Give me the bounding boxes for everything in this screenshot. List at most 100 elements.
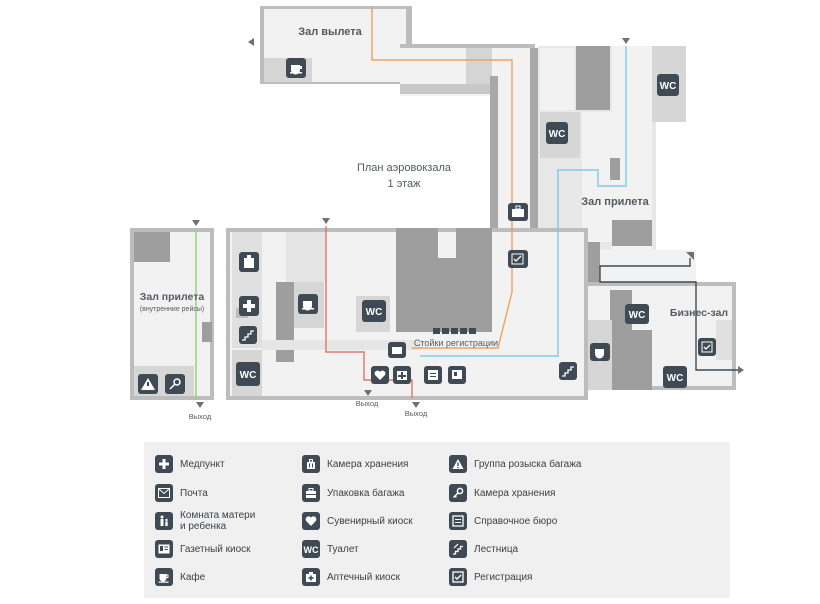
baggage-wrap-icon bbox=[388, 342, 406, 358]
souvenir-icon bbox=[302, 512, 320, 530]
stairs-icon bbox=[239, 326, 257, 344]
lost-baggage-icon bbox=[138, 374, 158, 394]
mother-child-icon bbox=[155, 512, 173, 530]
legend-label: Сувенирный киоск bbox=[327, 515, 413, 527]
arrival-hall-label: Зал прилета bbox=[581, 196, 649, 208]
wc-icon: WC bbox=[362, 300, 386, 322]
legend-item-souvenir: Сувенирный киоск bbox=[302, 512, 413, 530]
wc-icon: WC bbox=[236, 362, 260, 386]
stairs-icon bbox=[559, 362, 577, 380]
lost-baggage-icon bbox=[449, 455, 467, 473]
legend-panel: Медпункт Почта Комната матери и ребенка … bbox=[144, 442, 730, 598]
wc-icon: WC bbox=[546, 122, 568, 144]
arrow-down-icon bbox=[322, 218, 330, 224]
legend-label: Регистрация bbox=[474, 571, 533, 583]
legend-item-mother-child: Комната матери и ребенка bbox=[155, 510, 255, 532]
exit-label: Выход bbox=[356, 399, 379, 408]
arrow-up-right-icon bbox=[686, 252, 694, 260]
svg-text:WC: WC bbox=[660, 81, 677, 92]
map-title-line2: 1 этаж bbox=[388, 178, 422, 190]
domestic-arrival-label: Зал прилета bbox=[140, 291, 205, 303]
checkin-counters bbox=[433, 328, 476, 334]
info-desk-icon bbox=[424, 366, 442, 384]
legend-label: Справочное бюро bbox=[474, 515, 558, 527]
legend-label: Газетный киоск bbox=[180, 543, 251, 555]
legend-item-medical: Медпункт bbox=[155, 455, 225, 473]
business-lounge-label: Бизнес-зал bbox=[670, 307, 728, 319]
cafe-icon bbox=[286, 58, 306, 78]
red-route bbox=[325, 226, 413, 398]
arrow-left-icon bbox=[248, 38, 254, 46]
legend-item-baggage-wrap: Упаковка багажа bbox=[302, 484, 404, 502]
blue-route bbox=[420, 46, 627, 357]
checkin-icon bbox=[508, 250, 528, 268]
arrow-down-icon bbox=[192, 220, 200, 226]
legend-label: Камера хранения bbox=[474, 487, 556, 499]
legend-label: Упаковка багажа bbox=[327, 487, 405, 499]
mail-icon bbox=[155, 484, 173, 502]
legend-label: Кафе bbox=[180, 571, 206, 583]
legend-label: Лестница bbox=[474, 543, 519, 555]
exit-label: Выход bbox=[405, 409, 428, 418]
luggage-storage-icon bbox=[239, 252, 259, 272]
wc-icon: WC bbox=[625, 304, 649, 324]
exit-arrows bbox=[192, 38, 744, 408]
arrow-down-icon bbox=[412, 402, 420, 408]
legend-item-info-desk: Справочное бюро bbox=[449, 512, 557, 530]
arrow-down-icon bbox=[622, 38, 630, 44]
medical-icon bbox=[239, 296, 259, 316]
svg-text:WC: WC bbox=[366, 307, 383, 318]
legend-label: Группа розыска багажа bbox=[474, 458, 582, 470]
legend-item-mail: Почта bbox=[155, 484, 208, 502]
wc-icon: WC bbox=[657, 74, 679, 96]
legend-item-cafe: Кафе bbox=[155, 568, 205, 586]
domestic-arrival-sub: (внутренние рейсы) bbox=[140, 305, 204, 313]
svg-text:WC: WC bbox=[629, 310, 646, 321]
navy-route bbox=[599, 258, 738, 371]
business-lounge-block bbox=[584, 282, 736, 390]
cafe-icon bbox=[155, 568, 173, 586]
wc-icon: WC bbox=[663, 366, 687, 388]
baggage-wrap-icon bbox=[508, 203, 528, 221]
legend-label: Медпункт bbox=[180, 458, 225, 470]
wc-icon: WC bbox=[302, 540, 320, 558]
legend-label: Аптечный киоск bbox=[327, 571, 400, 583]
legend-item-lost-baggage: Группа розыска багажа bbox=[449, 455, 582, 473]
legend-item-pharmacy: Аптечный киоск bbox=[302, 568, 400, 586]
stairs-icon bbox=[449, 540, 467, 558]
legend-label: Туалет bbox=[327, 543, 359, 555]
arrow-right-icon bbox=[738, 366, 744, 374]
legend-item-stairs: Лестница bbox=[449, 540, 518, 558]
arrow-down-icon bbox=[364, 390, 372, 396]
svg-text:WC: WC bbox=[667, 373, 684, 384]
key-storage-icon bbox=[165, 374, 185, 394]
routes bbox=[195, 6, 738, 400]
svg-text:WC: WC bbox=[240, 370, 257, 381]
pharmacy-icon bbox=[302, 568, 320, 586]
cafe-icon bbox=[590, 343, 610, 361]
arrow-down-icon bbox=[196, 402, 204, 408]
legend-item-newspaper: Газетный киоск bbox=[155, 540, 251, 558]
legend-item-wc: WC Туалет bbox=[302, 540, 359, 558]
pharmacy-icon bbox=[393, 366, 411, 384]
terminal-floor-plan: WC WC WC WC WC WC Зал вылета План аэрово… bbox=[130, 6, 744, 421]
svg-text:WC: WC bbox=[304, 545, 319, 555]
cafe-icon bbox=[298, 294, 318, 314]
domestic-arrival-block bbox=[130, 228, 214, 400]
legend-item-checkin: Регистрация bbox=[449, 568, 532, 586]
checkin-icon bbox=[449, 568, 467, 586]
legend-label: Камера хранения bbox=[327, 458, 409, 470]
baggage-wrap-icon bbox=[302, 484, 320, 502]
medical-icon bbox=[155, 455, 173, 473]
souvenir-icon bbox=[371, 366, 389, 384]
exit-label: Выход bbox=[189, 412, 212, 421]
checkin-icon bbox=[698, 338, 716, 356]
legend-item-luggage-storage: Камера хранения bbox=[302, 455, 408, 473]
departure-building bbox=[260, 6, 535, 96]
map-icons: WC WC WC WC WC WC bbox=[138, 58, 716, 394]
svg-text:WC: WC bbox=[549, 129, 566, 140]
newspaper-icon bbox=[155, 540, 173, 558]
newspaper-icon bbox=[448, 366, 466, 384]
orange-route bbox=[371, 6, 513, 349]
checkin-label: Стойки регистрации bbox=[414, 338, 498, 348]
